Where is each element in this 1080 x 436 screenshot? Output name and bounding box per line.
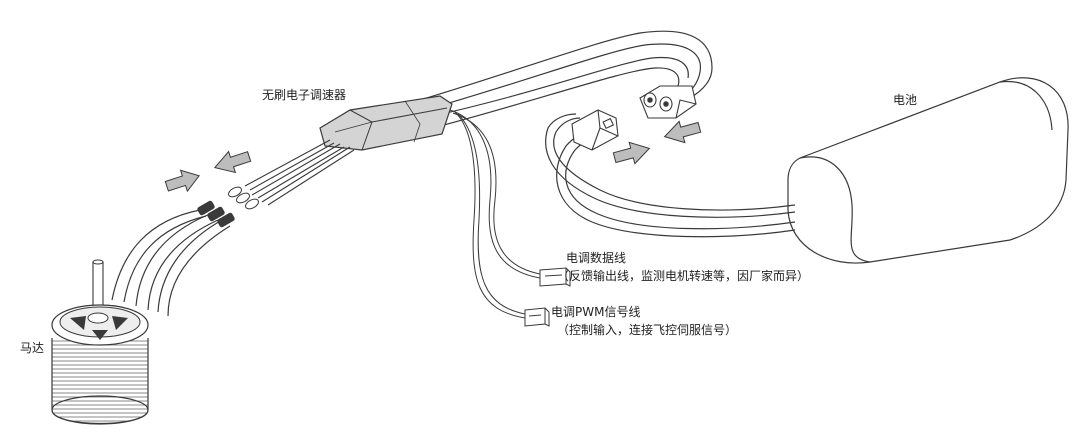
esc-power-leads: [419, 30, 713, 127]
pwm-line-plug: [524, 307, 550, 327]
esc-lead-tips: [228, 186, 259, 210]
arrow-icon: [164, 169, 201, 193]
arrow-icon: [612, 141, 651, 165]
data-line-description: （反馈输出线，监测电机转速等，因厂家而异）: [557, 269, 810, 283]
esc-label: 无刷电子调速器: [262, 88, 347, 102]
motor-lead-plugs: [197, 200, 235, 228]
battery-pack: [787, 77, 1069, 264]
motor: [51, 259, 149, 425]
pwm-line-title: 电调PWM信号线: [551, 305, 641, 319]
data-line-plug: [539, 267, 571, 287]
battery-connector: [571, 109, 619, 151]
esc-motor-leads: [244, 139, 355, 206]
arrow-icon: [213, 150, 252, 174]
arrow-icon: [663, 120, 702, 144]
pwm-line-description: （控制输入，连接飞控伺服信号）: [557, 323, 738, 337]
esc-signal-wires: [449, 109, 541, 319]
motor-label: 马达: [20, 341, 45, 355]
motor-leads: [111, 209, 231, 317]
battery-label: 电池: [893, 93, 918, 107]
esc-body: [319, 95, 453, 151]
data-line-title: 电调数据线: [566, 251, 627, 265]
esc-connector: [639, 85, 697, 119]
